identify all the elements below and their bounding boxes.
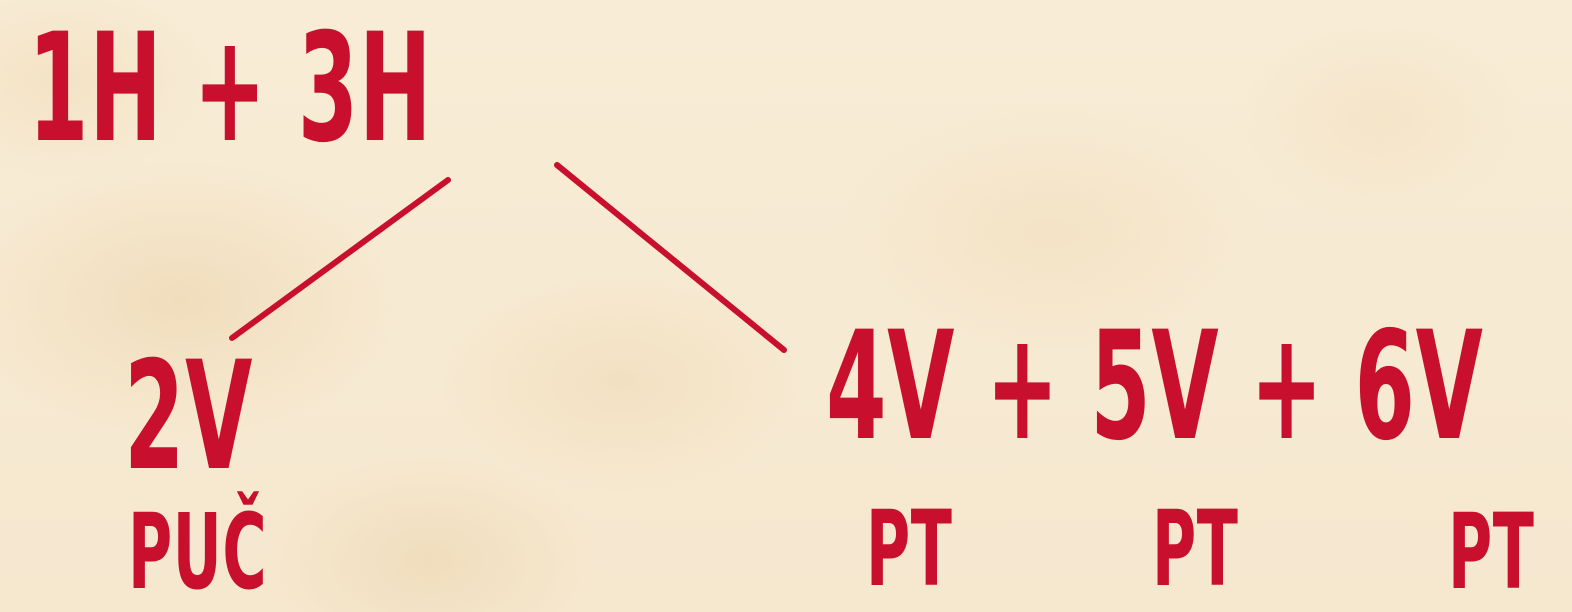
edge-root-to-left <box>229 177 451 341</box>
right-child-sublabel-3: PT <box>1448 491 1535 612</box>
edge-root-to-right <box>554 162 787 353</box>
left-child-sublabel: PUČ <box>128 491 268 612</box>
right-child-label: 4V + 5V + 6V <box>826 300 1484 474</box>
left-child-label: 2V <box>124 330 254 504</box>
root-node-label: 1H + 3H <box>28 2 433 176</box>
right-child-sublabel-2: PT <box>1152 488 1239 610</box>
right-child-sublabel-1: PT <box>866 488 953 610</box>
